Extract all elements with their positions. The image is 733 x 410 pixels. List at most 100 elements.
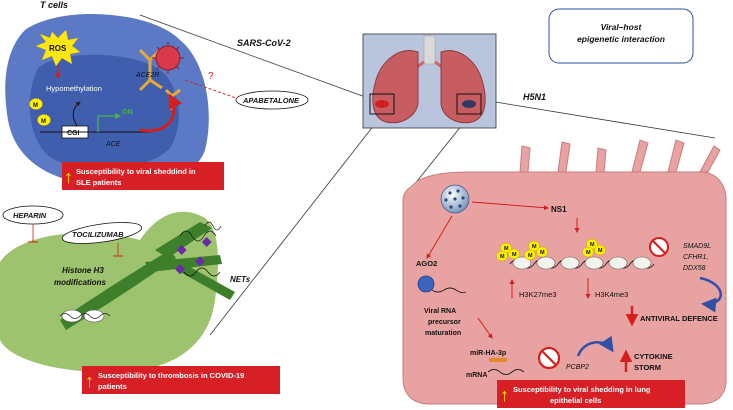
- mrna-label: mRNA: [466, 372, 487, 379]
- net-fiber: [155, 222, 212, 258]
- histone-label: modifications: [54, 278, 107, 287]
- lungs-panel: SARS-CoV-2 H5N1: [237, 33, 546, 129]
- banner-line: Susceptibility to viral shedding in lung: [513, 385, 651, 394]
- epithelial-cell: [402, 171, 727, 405]
- antiviral-label: ANTIVIRAL DEFENCE: [640, 314, 718, 323]
- apabetalone-drug: [235, 90, 309, 110]
- ns1-label: NS1: [551, 205, 567, 214]
- methyl-mark-label: M: [598, 248, 603, 254]
- gene-effect-arrow: [699, 276, 722, 313]
- viral-rna-label: precursor: [428, 319, 461, 326]
- nucleosome-icon: [61, 309, 83, 323]
- ros-burst-icon: [35, 29, 81, 67]
- methyl-mark-label: M: [500, 254, 505, 260]
- h3k27-label: H3K27me3: [519, 290, 557, 299]
- banner-line: Susceptibility to thrombosis in COVID-19: [98, 371, 244, 380]
- connector-line: [139, 14, 369, 99]
- dna-strand: [59, 313, 111, 319]
- methyl-mark-label: M: [590, 242, 595, 248]
- banner-up-arrow: ↑: [64, 167, 73, 187]
- title-box: Viral–host epigenetic interaction: [548, 8, 694, 64]
- h5n1-label: H5N1: [523, 92, 546, 102]
- methyl-mark-label: M: [532, 244, 537, 250]
- nucleosome-icon: [83, 309, 105, 323]
- t-cell-nucleus: [29, 54, 179, 169]
- viral-rna-label: Viral RNA: [424, 308, 456, 315]
- methyl-mark-label: M: [540, 250, 545, 256]
- cytokine-label: STORM: [634, 363, 661, 372]
- chromatin-threads: [179, 221, 222, 277]
- block-icon-slash: [541, 350, 557, 366]
- ago2-protein-icon: [417, 275, 435, 293]
- apabetalone-label: APABETALONE: [242, 96, 300, 105]
- pcbp2-label: PCBP2: [566, 364, 589, 371]
- gene-label: DDX58: [683, 265, 706, 272]
- methyl-mark-label: M: [512, 252, 517, 258]
- connector-line: [482, 99, 716, 139]
- virus-spikes: [444, 189, 465, 209]
- title-line: epigenetic interaction: [577, 34, 665, 44]
- thrombosis-susceptibility-banner: [82, 366, 280, 394]
- banner-up-arrow: ↑: [500, 385, 509, 405]
- tocilizumab-drug: [61, 222, 143, 244]
- mirna-strand: [489, 358, 507, 362]
- methyl-mark-icon: [29, 98, 43, 110]
- on-label: ON: [122, 109, 133, 116]
- heparin-label: HEPARIN: [13, 211, 47, 220]
- mrna-strand: [487, 369, 525, 375]
- sle-susceptibility-banner: [62, 162, 224, 190]
- block-icon-slash: [652, 240, 666, 254]
- methyl-mark-icon: [37, 114, 51, 126]
- nucleosomes: [512, 256, 652, 270]
- pcbp2-effect-arrow: [576, 335, 614, 357]
- methyl-mark-label: M: [528, 253, 533, 259]
- ace2-receptor-icon: [138, 48, 163, 92]
- question-mark: ?: [208, 71, 214, 82]
- banner-line: Susceptibility to viral sheddind in: [76, 167, 196, 176]
- trachea: [423, 35, 436, 65]
- title-line: Viral–host: [601, 22, 643, 32]
- cytokine-label: CYTOKINE: [634, 352, 673, 361]
- methyl-mark-labels: M M M M M M M M M: [500, 242, 603, 260]
- net-fiber: [60, 250, 176, 330]
- tocilizumab-label: TOCILIZUMAB: [72, 230, 124, 239]
- viral-rna-label: maturation: [425, 330, 461, 337]
- transcription-arrow: [97, 112, 122, 132]
- inhibition-line: [184, 79, 237, 99]
- cgi-label: CGI: [67, 130, 80, 137]
- net-fiber: [166, 256, 235, 300]
- mir-label: miR-HA-3p: [470, 350, 506, 357]
- epithelial-cell-panel: NS1 M M M M M M M M: [402, 139, 727, 408]
- histone-markers: [175, 237, 212, 275]
- epithelial-susceptibility-banner: [497, 380, 685, 408]
- sars-cov-2-label: SARS-CoV-2: [237, 38, 291, 48]
- gene-label: SMAD9L: [683, 243, 711, 250]
- methyl-mark-label: M: [33, 103, 38, 109]
- methyl-mark-label: M: [504, 246, 509, 252]
- expression-up-arrow: [139, 93, 183, 133]
- methyl-mark-label: M: [586, 250, 591, 256]
- banner-line: epithelial cells: [550, 396, 601, 405]
- hypomethylation-label: Hypomethylation: [46, 84, 102, 93]
- gene-label: CFHR1,: [683, 254, 708, 261]
- nets-label: NETs: [230, 275, 251, 284]
- banner-line: SLE patients: [76, 178, 121, 187]
- virus-to-ns1-arrow: [471, 201, 549, 211]
- methyl-mark-label: M: [41, 119, 46, 125]
- ros-label: ROS: [49, 44, 67, 53]
- cilia: [519, 139, 721, 173]
- virus-to-ago2-arrow: [426, 215, 453, 259]
- banner-up-arrow: ↑: [85, 371, 94, 391]
- infected-region: [375, 100, 389, 108]
- title-frame: [548, 8, 694, 64]
- rna-strand: [431, 287, 467, 294]
- banner-line: patients: [98, 382, 127, 391]
- t-cells-title: T cells: [40, 0, 68, 10]
- methyl-marks: [496, 238, 606, 262]
- neutrophil-panel: Histone H3 modifications NETs HEPARIN TO…: [0, 205, 280, 394]
- ace2r-label: ACE2R: [135, 72, 159, 79]
- chromatin-strand: [509, 259, 655, 269]
- h3k4-label: H3K4me3: [595, 290, 628, 299]
